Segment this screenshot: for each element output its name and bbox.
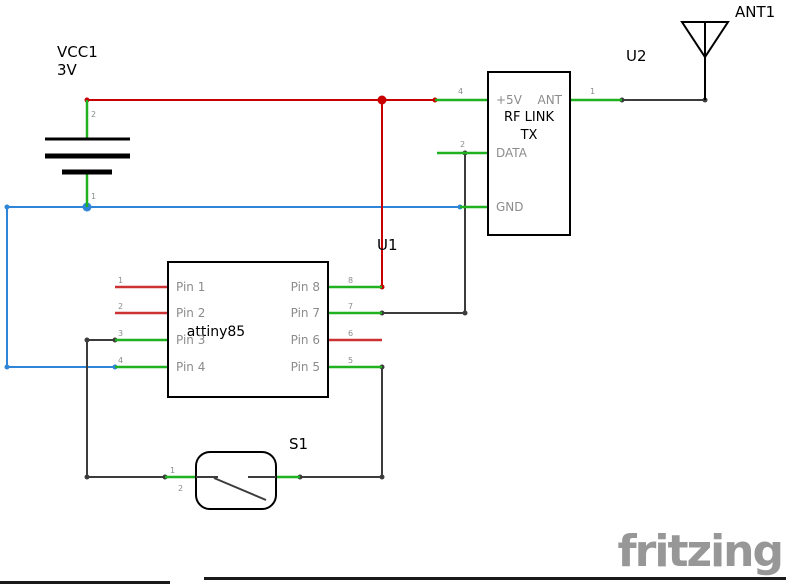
bend-dot <box>379 474 385 480</box>
mcu-pin2-label: Pin 2 <box>176 306 205 320</box>
rf-data-pin-number: 2 <box>460 140 465 149</box>
mcu-pin3-number: 3 <box>118 329 123 338</box>
rf-subtitle-label: TX <box>520 128 538 143</box>
bend-dot <box>84 337 90 343</box>
rf-data-pin-label: DATA <box>496 146 528 160</box>
rf-ant-pin-number: 1 <box>590 87 595 96</box>
mcu-pin6-number: 6 <box>348 329 353 338</box>
antenna-ref-label: ANT1 <box>735 3 775 21</box>
switch-ref-label: S1 <box>289 435 308 453</box>
bend-dot <box>4 204 10 210</box>
fritzing-watermark: fritzing <box>617 526 784 577</box>
rf-module-body[interactable] <box>487 71 571 236</box>
battery-pin2-number: 2 <box>91 110 96 119</box>
rf-title-label: RF LINK <box>504 110 554 125</box>
net-power <box>87 99 435 287</box>
bend-dot <box>4 364 10 370</box>
bend-dot <box>462 310 468 316</box>
switch-lever <box>213 477 267 501</box>
mcu-body[interactable] <box>167 261 329 398</box>
bottom-edge-left <box>0 581 170 584</box>
rf-ref-label: U2 <box>626 47 647 65</box>
battery-value-label: 3V <box>57 61 78 79</box>
mcu-pin4-number: 4 <box>118 356 123 365</box>
mcu-pin1-label: Pin 1 <box>176 280 205 294</box>
bottom-edge-right <box>204 577 786 580</box>
connected-pin-stubs <box>85 98 622 479</box>
mcu-pin5-label: Pin 5 <box>291 360 320 374</box>
battery-ref-label: VCC1 <box>57 43 98 61</box>
rf-vcc-pin-label: +5V <box>496 93 523 107</box>
antenna-symbol[interactable] <box>680 21 730 100</box>
net-signals <box>86 99 705 478</box>
mcu-pin6-label: Pin 6 <box>291 333 320 347</box>
mcu-pin5-number: 5 <box>348 356 353 365</box>
mcu-pin8-number: 8 <box>348 276 353 285</box>
switch-pin2-number: 2 <box>178 484 183 493</box>
net-power-dots <box>84 95 438 290</box>
switch-pin1-number: 1 <box>170 466 175 475</box>
rf-ant-pin-label: ANT <box>537 93 562 107</box>
mcu-pin4-label: Pin 4 <box>176 360 205 374</box>
mcu-pin8-label: Pin 8 <box>291 280 320 294</box>
mcu-ref-label: U1 <box>377 236 398 254</box>
mcu-name-label: attiny85 <box>187 324 245 340</box>
unconnected-pin-stubs <box>115 285 382 342</box>
mcu-pin7-number: 7 <box>348 302 353 311</box>
junction-dot-power[interactable] <box>377 95 387 105</box>
mcu-pin2-number: 2 <box>118 302 123 311</box>
mcu-pin3-label: Pin 3 <box>176 333 205 347</box>
mcu-pin7-label: Pin 7 <box>291 306 320 320</box>
bend-dot <box>84 474 90 480</box>
mcu-pin1-number: 1 <box>118 276 123 285</box>
battery-symbol[interactable] <box>45 137 130 175</box>
switch-symbol[interactable] <box>195 451 277 510</box>
rf-vcc-pin-number: 4 <box>458 87 463 96</box>
switch-body <box>195 451 277 510</box>
battery-pin1-number: 1 <box>91 192 96 201</box>
rf-gnd-pin-label: GND <box>496 200 524 214</box>
